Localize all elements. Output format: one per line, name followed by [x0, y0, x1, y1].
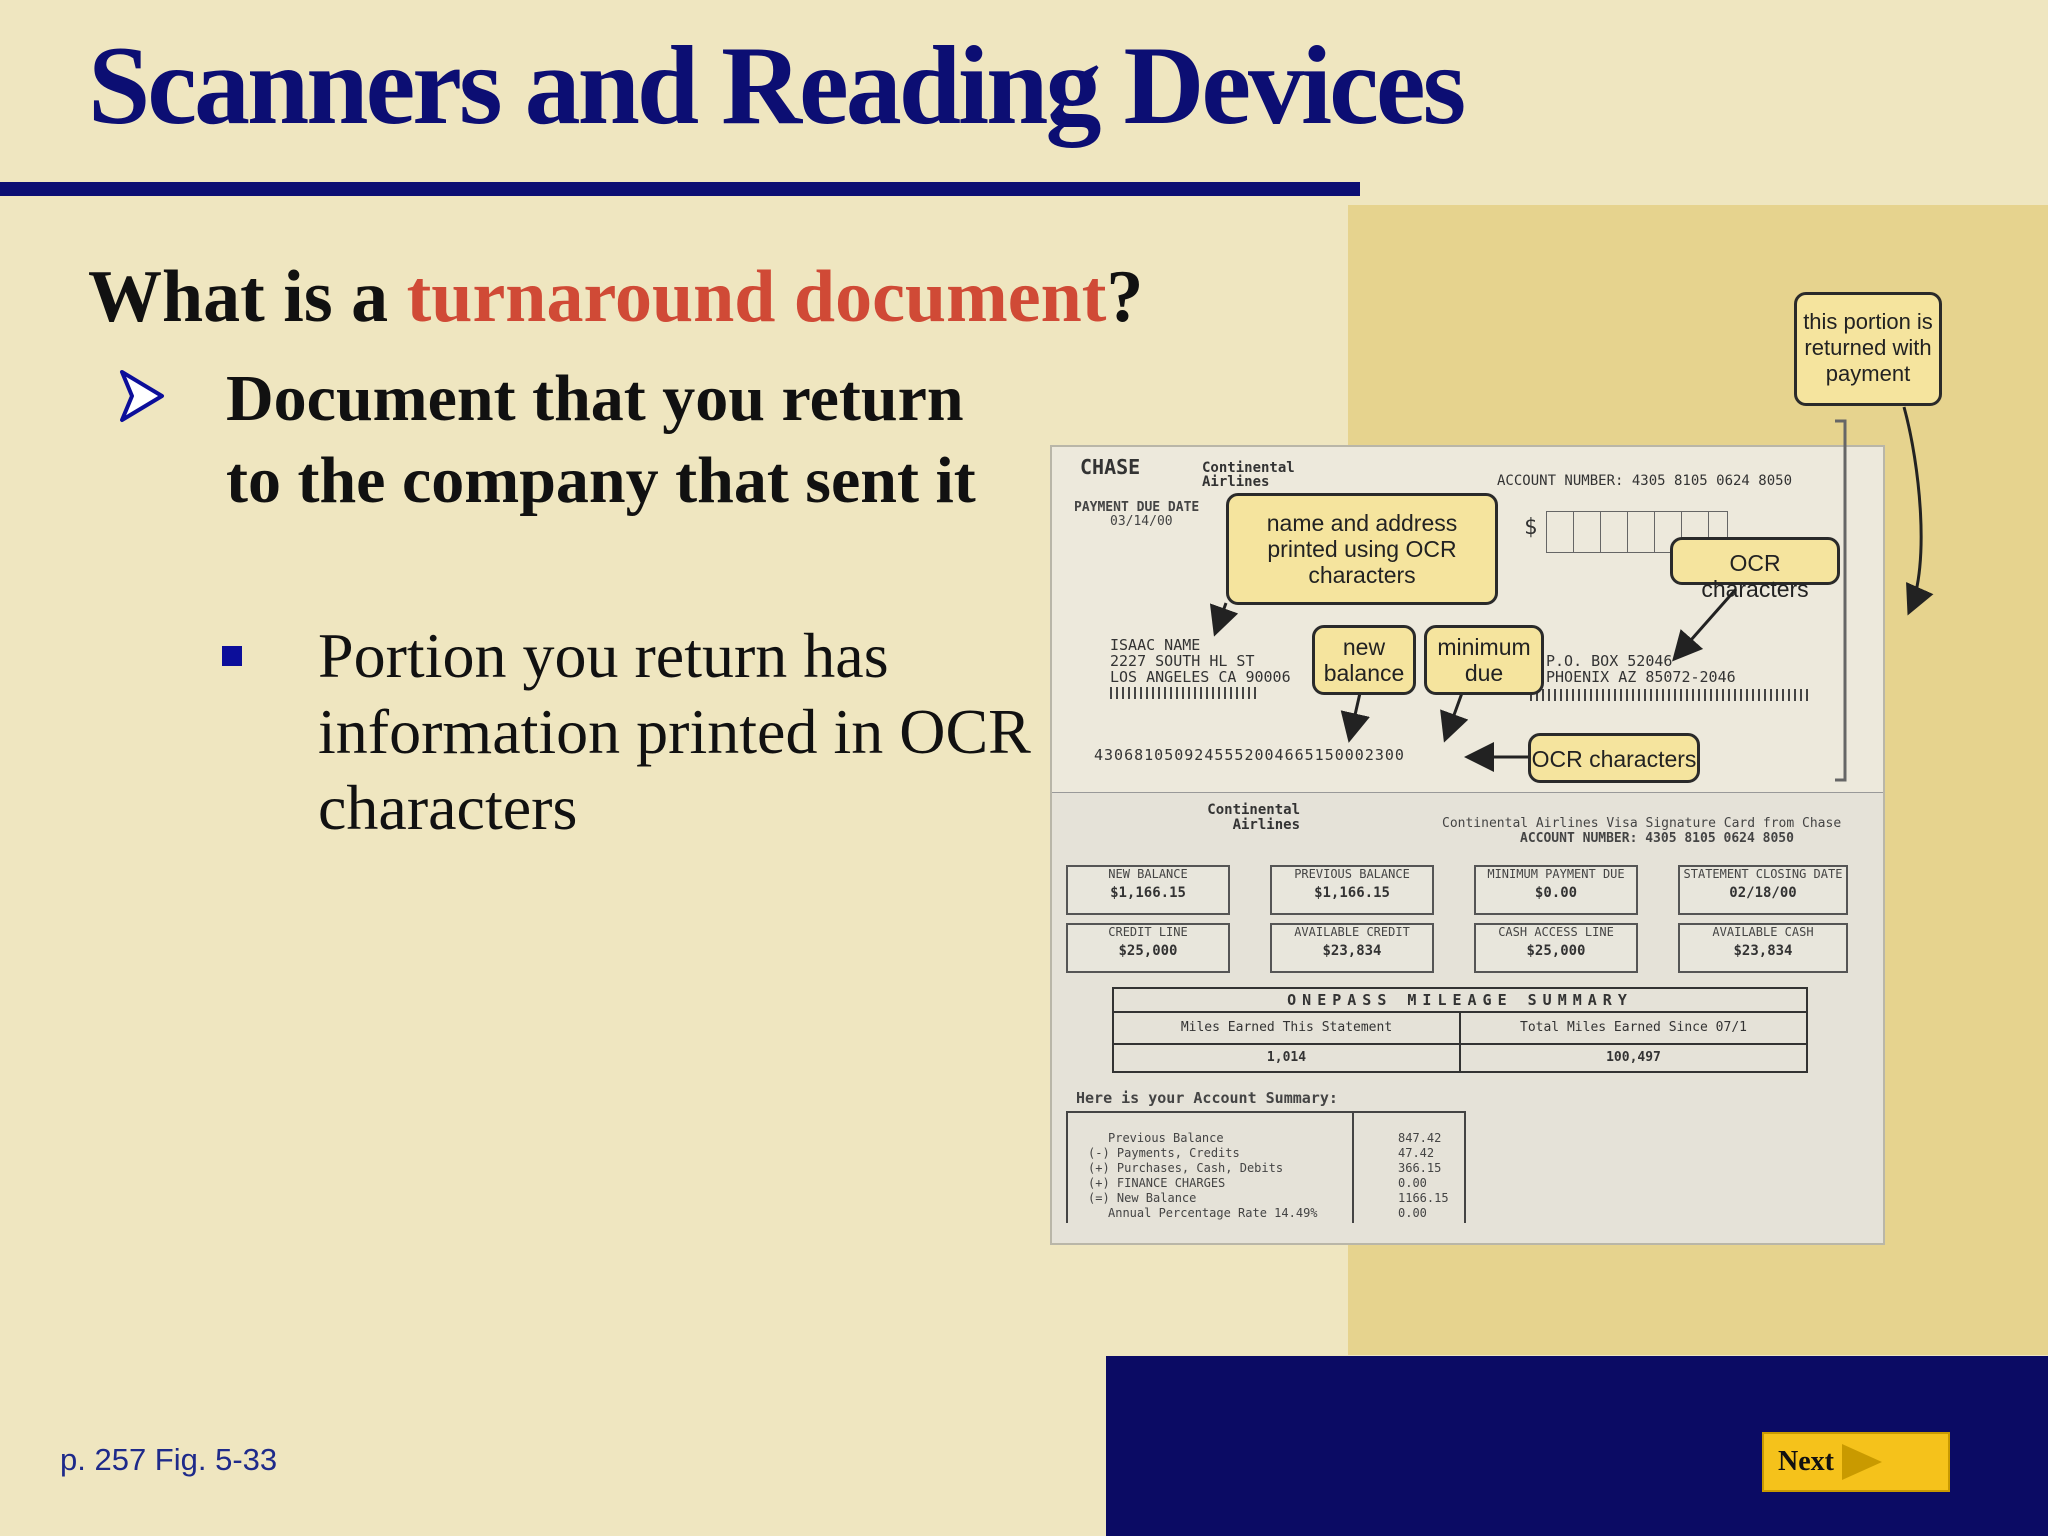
dollar-sign: $ [1524, 515, 1538, 540]
tear-line [1052, 792, 1883, 793]
remit-barcode [1530, 689, 1810, 701]
summary-row-label: Annual Percentage Rate 14.49% [1108, 1206, 1318, 1220]
callout-minimum-due: minimum due [1424, 625, 1544, 695]
title-underline [0, 182, 1360, 196]
next-label: Next [1778, 1446, 1834, 1477]
bank-logo: CHASE [1080, 455, 1141, 479]
summary-row-value: 847.42 [1398, 1131, 1442, 1145]
airline-logo: Continental Airlines [1202, 460, 1295, 490]
lower-account-number: ACCOUNT NUMBER: 4305 8105 0624 8050 [1520, 831, 1794, 846]
mileage-summary-table: ONEPASS MILEAGE SUMMARY Miles Earned Thi… [1112, 987, 1808, 1073]
play-arrow-icon [1842, 1444, 1882, 1480]
question-heading: What is a turnaround document? [88, 255, 1143, 340]
summary-box: MINIMUM PAYMENT DUE$0.00 [1474, 865, 1638, 915]
account-summary-title: Here is your Account Summary: [1076, 1089, 1338, 1107]
summary-row-value: 366.15 [1398, 1161, 1442, 1175]
question-highlight: turnaround document [406, 256, 1107, 338]
address-line3: LOS ANGELES CA 90006 [1110, 668, 1291, 686]
summary-row-value: 47.42 [1398, 1146, 1435, 1160]
callout-ocr-top: OCR characters [1670, 537, 1840, 602]
airline-logo-lower: Continental Airlines [1207, 802, 1300, 833]
summary-row-label: (-) Payments, Credits [1088, 1146, 1240, 1160]
arrow-bullet-icon [120, 370, 164, 422]
account-number: ACCOUNT NUMBER: 4305 8105 0624 8050 [1497, 473, 1793, 489]
summary-row-label: Previous Balance [1108, 1131, 1224, 1145]
summary-row-label: (+) Purchases, Cash, Debits [1088, 1161, 1284, 1175]
payment-due-date: 03/14/00 [1110, 514, 1173, 529]
next-button[interactable]: Next [1762, 1432, 1950, 1492]
account-summary-table: Previous Balance 847.42 (-) Payments, Cr… [1066, 1111, 1466, 1223]
summary-box: PREVIOUS BALANCE$1,166.15 [1270, 865, 1434, 915]
summary-box: NEW BALANCE$1,166.15 [1066, 865, 1230, 915]
lower-header: Continental Airlines Visa Signature Card… [1442, 816, 1842, 831]
figure-caption: p. 257 Fig. 5-33 [60, 1442, 278, 1477]
question-prefix: What is a [88, 256, 407, 338]
summary-box: CREDIT LINE$25,000 [1066, 923, 1230, 973]
summary-row-value: 0.00 [1398, 1206, 1427, 1220]
mileage-val1: 1,014 [1114, 1045, 1461, 1071]
square-bullet-icon [222, 646, 242, 666]
summary-row-label: (=) New Balance [1088, 1191, 1197, 1205]
slide-title: Scanners and Reading Devices [88, 24, 1466, 148]
callout-arrows [1209, 406, 1934, 782]
summary-row-value: 1166.15 [1398, 1191, 1449, 1205]
address-line1: ISAAC NAME [1110, 636, 1201, 654]
mileage-col1: Miles Earned This Statement [1114, 1013, 1461, 1043]
summary-box: AVAILABLE CASH$23,834 [1678, 923, 1848, 973]
bullet-level1: Document that you return to the company … [226, 362, 976, 517]
question-suffix: ? [1106, 256, 1144, 338]
callout-name-address: name and address printed using OCR chara… [1226, 493, 1498, 605]
remit-line2: PHOENIX AZ 85072-2046 [1546, 668, 1736, 686]
remit-line1: P.O. BOX 52046 [1546, 652, 1673, 670]
summary-row-value: 0.00 [1398, 1176, 1427, 1190]
summary-box: CASH ACCESS LINE$25,000 [1474, 923, 1638, 973]
ocr-scan-line: 4306810509245552004665150002300 [1094, 746, 1405, 764]
address-line2: 2227 SOUTH HL ST [1110, 652, 1255, 670]
credit-card-statement: CHASE Continental Airlines ACCOUNT NUMBE… [1050, 445, 1885, 1245]
callout-ocr-bottom: OCR characters [1528, 733, 1700, 783]
payment-due-label: PAYMENT DUE DATE [1074, 500, 1200, 515]
turnaround-document-figure: CHASE Continental Airlines ACCOUNT NUMBE… [1050, 406, 1934, 1260]
bullet-level2: Portion you return has information print… [318, 620, 1031, 843]
mileage-val2: 100,497 [1606, 1050, 1661, 1065]
summary-row-label: (+) FINANCE CHARGES [1088, 1176, 1226, 1190]
callout-new-balance: new balance [1312, 625, 1416, 695]
postal-barcode [1110, 687, 1260, 699]
callout-returned-portion: this portion is returned with payment [1794, 292, 1942, 406]
mileage-title: ONEPASS MILEAGE SUMMARY [1114, 989, 1806, 1013]
amount-entry-boxes [1546, 511, 1728, 553]
mileage-col2: Total Miles Earned Since 07/1 [1520, 1020, 1747, 1035]
summary-box: AVAILABLE CREDIT$23,834 [1270, 923, 1434, 973]
